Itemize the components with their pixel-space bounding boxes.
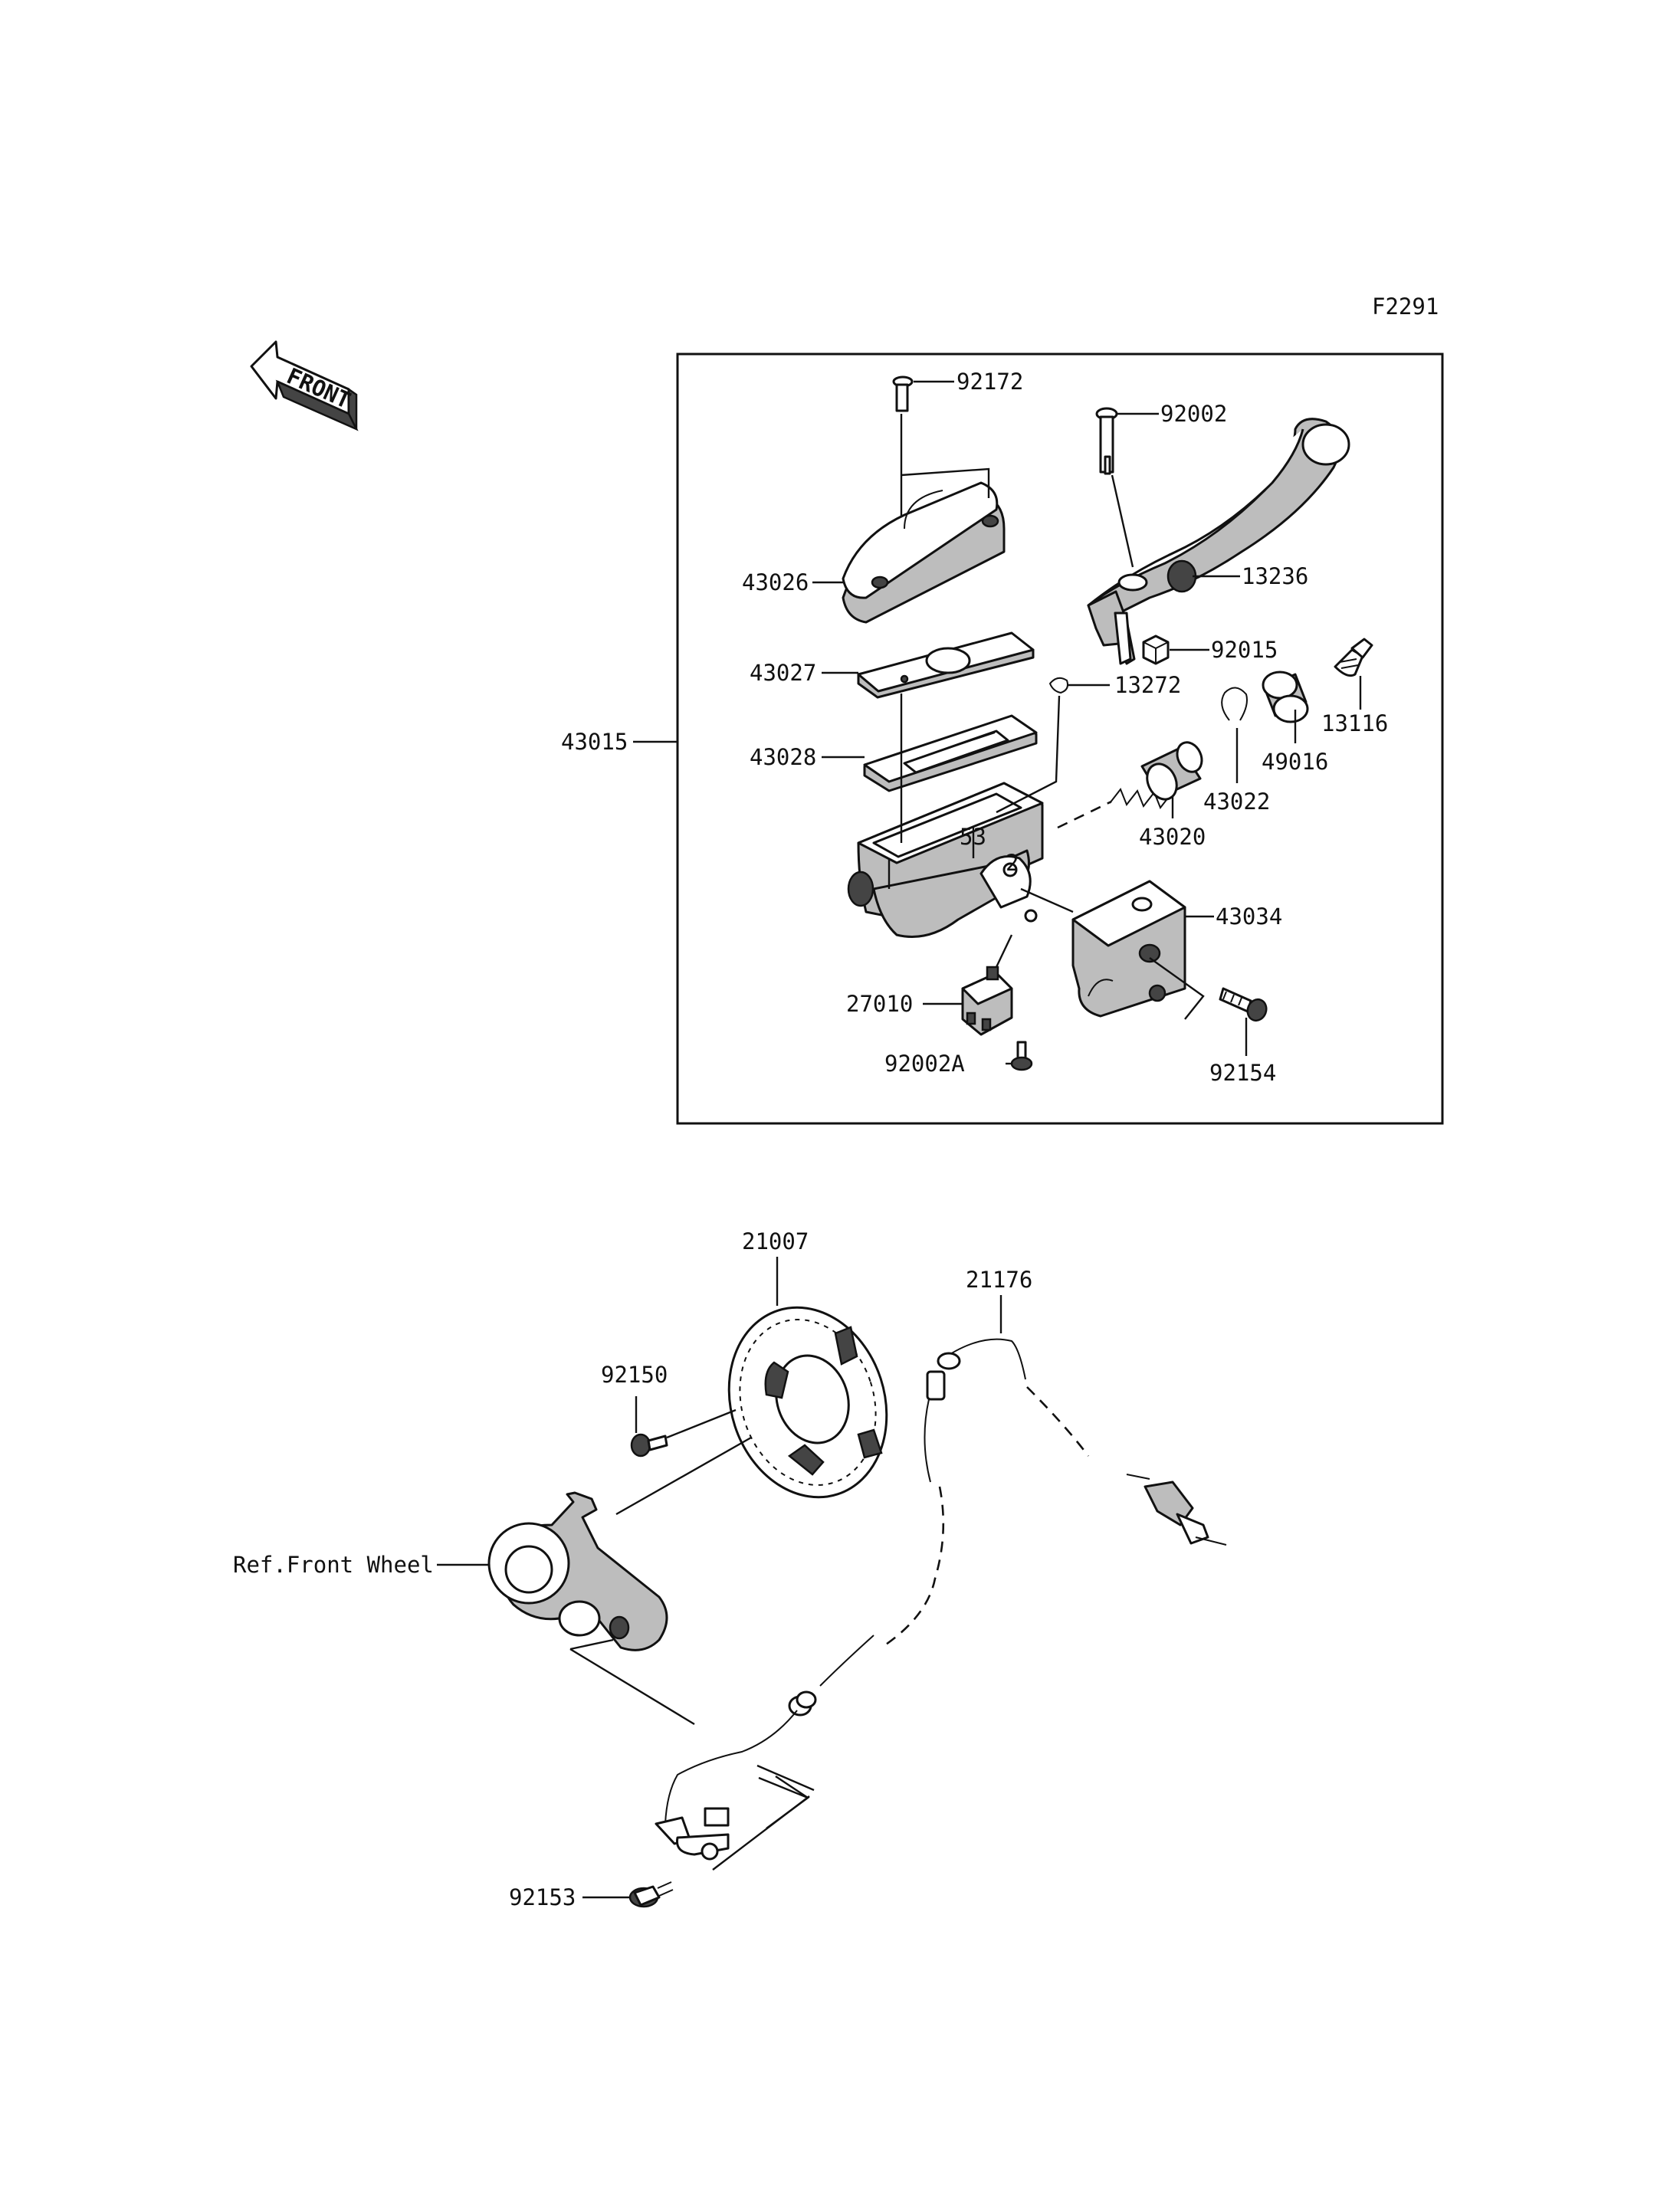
label-27010: 27010 [846,991,913,1017]
clamp-43034-icon [1071,880,1186,1018]
front-arrow-icon: FRONT [250,340,359,431]
nut-92015-icon [1142,635,1170,665]
circlip-43022-icon [1221,687,1248,721]
diaphragm-plate-icon [857,631,1035,699]
label-43028: 43028 [750,744,816,770]
brake-lever-icon [1087,418,1350,665]
label-13236: 13236 [1242,563,1308,589]
label-92015: 92015 [1211,637,1278,663]
switch-27010-icon [961,966,1013,1036]
screw-13116-icon [1334,638,1373,677]
label-43034: 43034 [1216,903,1282,930]
label-43026: 43026 [742,569,809,595]
svg-text:53: 53 [960,824,986,850]
master-cylinder-body-icon: 53 2 [847,782,1044,938]
bolt-92002-icon [1095,407,1118,475]
label-92172: 92172 [956,369,1023,395]
label-92150: 92150 [601,1362,668,1388]
label-49016: 49016 [1262,749,1328,775]
reservoir-cap-icon [842,481,1006,624]
master-cylinder-assembly-box [676,353,1444,1125]
label-21176: 21176 [966,1267,1032,1293]
label-43020: 43020 [1139,824,1206,850]
label-43015: 43015 [561,729,628,755]
abs-sensor-21176-icon [655,1338,1227,1861]
screw-92150-icon [630,1433,668,1458]
label-43027: 43027 [750,660,816,686]
diaphragm-icon [863,714,1038,792]
pin-13272-icon [1048,677,1081,694]
label-92153: 92153 [509,1884,576,1910]
piston-kit-43020-icon [1109,741,1203,809]
label-92002A: 92002A [884,1051,965,1077]
label-92154: 92154 [1209,1060,1276,1086]
screw-92002A-icon [1010,1041,1033,1071]
abs-rotor-21007-icon [727,1306,888,1499]
label-13272: 13272 [1114,672,1181,698]
label-21007: 21007 [742,1228,809,1254]
front-wheel-hub-icon [487,1491,668,1651]
svg-text:2: 2 [1006,850,1019,876]
label-13116: 13116 [1321,710,1388,736]
label-43022: 43022 [1203,789,1270,815]
bolt-92153-icon [628,1881,674,1908]
diagram-code: F2291 [1372,293,1439,320]
label-92002: 92002 [1160,401,1227,427]
label-ref-front-wheel: Ref.Front Wheel [233,1552,434,1578]
bushing-49016-icon [1262,671,1309,723]
bolt-92154-icon [1219,987,1268,1022]
